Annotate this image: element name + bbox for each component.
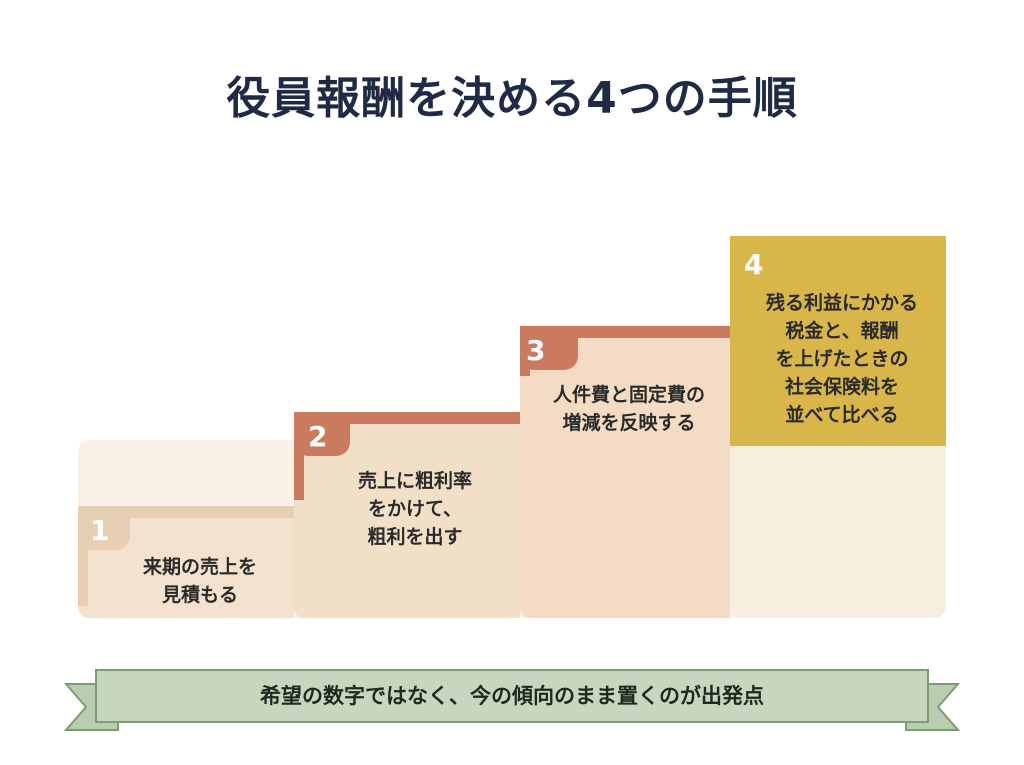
step-4-header — [730, 236, 946, 446]
step-1 — [78, 506, 294, 618]
step-3-text-line: 増減を反映する — [562, 412, 696, 434]
step-2-text-line: をかけて、 — [367, 498, 463, 520]
page-title: 役員報酬を決める4つの手順 — [226, 73, 798, 124]
step-2-body — [294, 412, 520, 618]
step-1-body — [78, 506, 294, 618]
step-4-text-line: 残る利益にかかる — [765, 292, 918, 314]
step-3-number: 3 — [526, 334, 546, 367]
step-1-text-line: 見積もる — [161, 584, 238, 606]
step-4-text-line: 並べて比べる — [785, 404, 899, 426]
step-2-text-line: 売上に粗利率 — [357, 470, 472, 492]
step-4-number: 4 — [744, 248, 764, 281]
step-3 — [520, 326, 730, 618]
banner-text: 希望の数字ではなく、今の傾向のまま置くのが出発点 — [260, 684, 764, 708]
step-2 — [294, 412, 520, 618]
step-2-number-tab — [294, 412, 350, 456]
step-2-number: 2 — [308, 420, 328, 453]
step-3-text-line: 人件費と固定費の — [552, 384, 705, 406]
step-3-body — [520, 326, 730, 618]
step-2-text: 売上に粗利率 をかけて、 粗利を出す — [320, 467, 510, 551]
step-1-text-line: 来期の売上を — [142, 556, 257, 578]
step-1-number-tab — [78, 506, 130, 550]
step-1-number: 1 — [90, 514, 110, 547]
step-4-text-line: 税金と、報酬 — [785, 320, 899, 342]
step-4-text: 残る利益にかかる 税金と、報酬 を上げたときの 社会保険料を 並べて比べる — [744, 289, 940, 429]
banner-band — [95, 669, 929, 723]
step-3-number-tab — [520, 326, 578, 370]
step-4 — [730, 236, 946, 618]
step-1-text: 来期の売上を 見積もる — [110, 553, 290, 609]
step-4-text-line: を上げたときの — [775, 348, 909, 370]
step-3-text: 人件費と固定費の 増減を反映する — [532, 381, 726, 437]
step-2-text-line: 粗利を出す — [367, 526, 463, 548]
step-4-text-line: 社会保険料を — [784, 376, 899, 398]
